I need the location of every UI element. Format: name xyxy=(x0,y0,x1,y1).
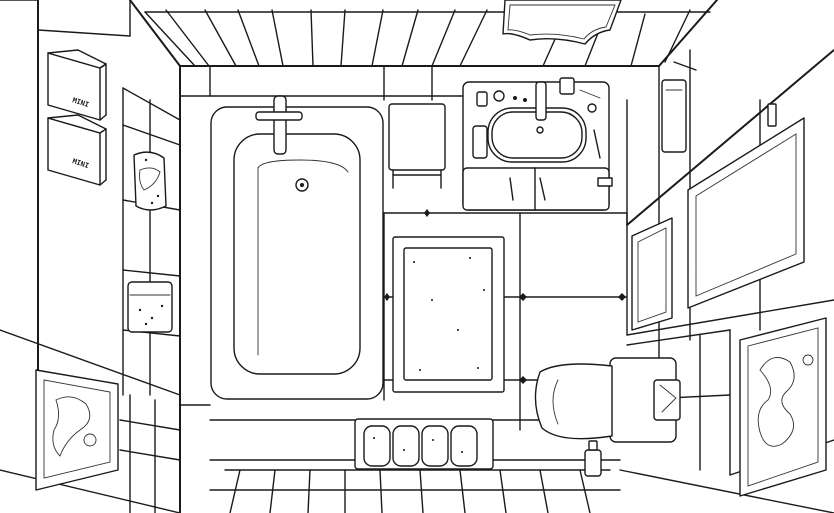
basket-row xyxy=(354,418,494,470)
window-right xyxy=(687,117,805,309)
toilet-icon xyxy=(534,357,681,443)
wall-box-upper: MINI xyxy=(47,49,107,121)
rug-icon xyxy=(392,236,505,393)
towel-rack-right xyxy=(661,61,697,153)
mirror-icon xyxy=(502,0,622,45)
bathtub-icon xyxy=(210,95,384,400)
hinge-icon xyxy=(767,103,777,127)
bottle-icon xyxy=(584,440,602,477)
sink-icon xyxy=(462,77,613,211)
mirror-right xyxy=(631,217,673,331)
painting-right xyxy=(739,317,827,497)
towel-icon xyxy=(133,151,167,211)
stool-icon xyxy=(388,103,446,189)
wall-box-lower: MINI xyxy=(47,114,107,186)
painting-left xyxy=(35,369,119,491)
top-wall-planks xyxy=(144,9,711,67)
towel-icon-lower xyxy=(127,281,173,333)
